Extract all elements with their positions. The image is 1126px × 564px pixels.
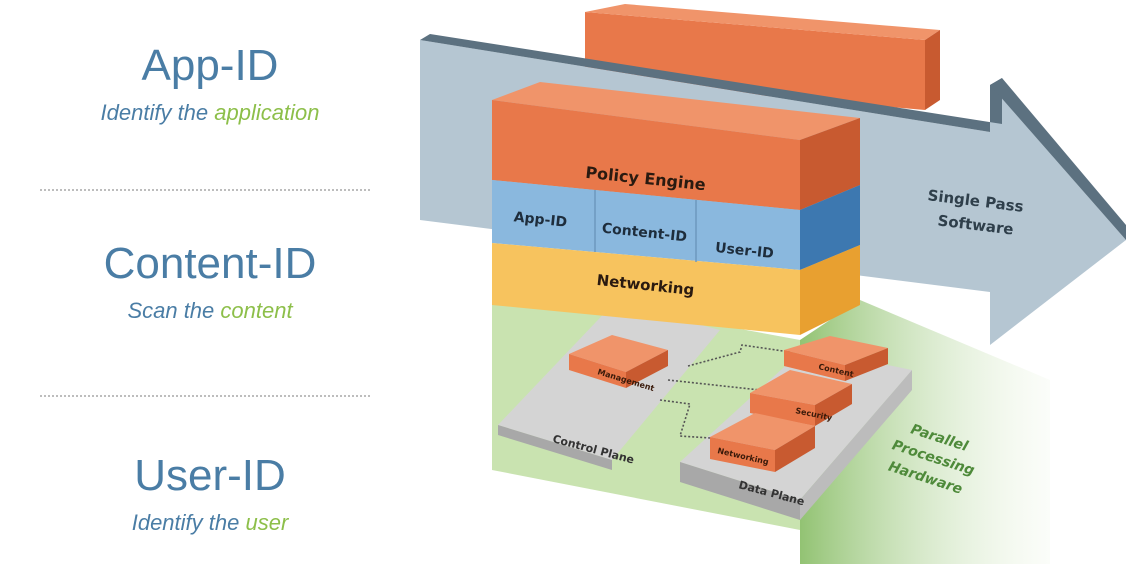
user-id-subtitle: Identify the user (0, 510, 420, 536)
feature-list: App-ID Identify the application Content-… (0, 0, 420, 564)
user-id-label: User-ID (714, 240, 774, 262)
policy-engine-face (492, 100, 800, 210)
id-band-side-face (800, 185, 860, 270)
app-id-subtitle-accent: application (214, 100, 320, 126)
software-stack: Policy Engine App-ID Content-ID User-ID … (492, 82, 860, 335)
networking-module: Networking (710, 413, 815, 472)
content-id-title: Content-ID (103, 239, 317, 288)
networking-side-face (800, 245, 860, 335)
networking-face (492, 243, 800, 335)
user-id-block: User-ID Identify the user (0, 451, 420, 536)
user-id-title: User-ID (134, 451, 286, 500)
id-band-face (492, 180, 800, 270)
content-id-subtitle-accent: content (220, 298, 293, 324)
content-id-block: Content-ID Scan the content (0, 239, 420, 324)
content-module: Content (784, 336, 888, 381)
app-id-block: App-ID Identify the application (0, 41, 420, 126)
content-id-subtitle-prefix: Scan the (127, 298, 221, 324)
user-id-subtitle-accent: user (245, 510, 289, 536)
policy-side-face (800, 118, 860, 210)
app-id-title: App-ID (141, 41, 279, 90)
app-id-subtitle-prefix: Identify the (100, 100, 215, 126)
divider-1 (40, 189, 370, 191)
user-id-subtitle-prefix: Identify the (131, 510, 246, 536)
divider-2 (40, 395, 370, 397)
connectors (659, 344, 791, 439)
security-module: Security (750, 370, 852, 426)
app-id-subtitle: Identify the application (0, 100, 420, 126)
app-id-label: App-ID (513, 209, 568, 231)
content-id-subtitle: Scan the content (0, 298, 420, 324)
policy-top-face (492, 82, 860, 140)
